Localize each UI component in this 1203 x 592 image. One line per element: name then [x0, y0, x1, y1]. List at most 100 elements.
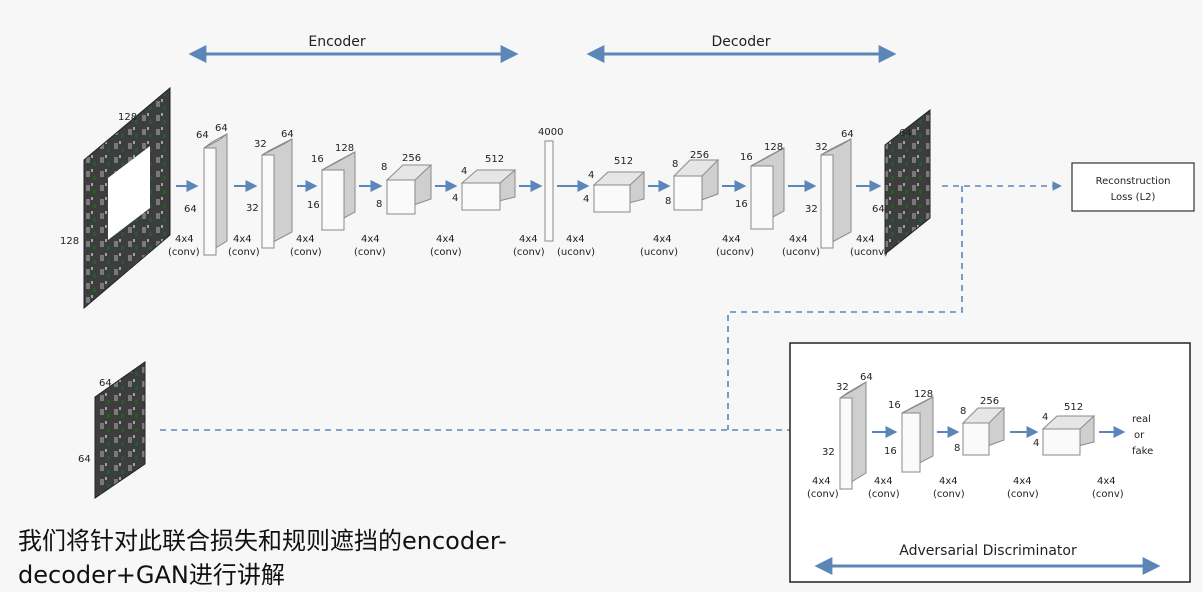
- encoder-block-1-op: 4x4: [175, 234, 194, 245]
- decoder-block-4-dim: 32: [815, 142, 828, 153]
- discriminator-block-4-depth: 512: [1064, 402, 1083, 413]
- decoder-block-4-op-type: (uconv): [850, 247, 888, 258]
- decoder-block-3-side: 16: [735, 199, 748, 210]
- decoder-block-2: [672, 159, 720, 211]
- discriminator-block-3: [961, 407, 1006, 456]
- input-height-label: 128: [60, 236, 79, 247]
- encoder-block-2: [261, 138, 293, 249]
- decoder-block-2-side: 8: [665, 196, 671, 207]
- encoder-block-3-op: 4x4: [296, 234, 315, 245]
- encoder-block-5-side: 4: [452, 193, 458, 204]
- discriminator-block-2-depth: 128: [914, 389, 933, 400]
- decoder-block-2-dim: 8: [672, 159, 678, 170]
- discriminator-output-real: real: [1132, 414, 1151, 425]
- decoder-block-2-op-type: (uconv): [716, 247, 754, 258]
- input-image-mask: [108, 146, 150, 240]
- encoder-block-5-op-type: (conv): [430, 247, 462, 258]
- decoder-block-1-side: 4: [583, 194, 589, 205]
- real-image-side: 64: [78, 454, 91, 465]
- caption-subtitle: 我们将针对此联合损失和规则遮挡的encoder-decoder+GAN进行讲解: [18, 527, 507, 589]
- decoder-block-4-side: 32: [805, 204, 818, 215]
- encoder-block-3-dim: 16: [311, 154, 324, 165]
- discriminator-block-2-side: 16: [884, 446, 897, 457]
- discriminator-block-3-dim: 8: [960, 406, 966, 417]
- encoder-block-4-op: 4x4: [361, 234, 380, 245]
- encoder-block-4-side: 8: [376, 199, 382, 210]
- discriminator-block-4-op-type: (conv): [1092, 489, 1124, 500]
- encoder-block-2-dim: 32: [254, 139, 267, 150]
- discriminator-block-3-depth: 256: [980, 396, 999, 407]
- decoder-block-3-depth: 128: [764, 142, 783, 153]
- encoder-block-2-op-type: (conv): [228, 247, 260, 258]
- reconstruction-loss-line2: Loss (L2): [1111, 192, 1156, 203]
- encoder-block-3-side: 16: [307, 200, 320, 211]
- discriminator-block-1-op: 4x4: [812, 476, 831, 487]
- output-image: [884, 108, 931, 256]
- decoder-block-3-dim: 16: [740, 152, 753, 163]
- discriminator-block-3-op-type: (conv): [1007, 489, 1039, 500]
- decoder-block-1-op: 4x4: [653, 234, 672, 245]
- encoder-block-1-dim: 64: [196, 130, 209, 141]
- bottleneck-depth: 4000: [538, 127, 563, 138]
- encoder-block-3: [321, 151, 356, 231]
- encoder-block-1-side: 64: [184, 204, 197, 215]
- input-width-label: 128: [118, 112, 137, 123]
- encoder-block-4: [385, 164, 433, 215]
- decoder-block-4-op: 4x4: [856, 234, 875, 245]
- output-image-size: 64: [899, 128, 912, 139]
- output-image-side: 64: [872, 204, 885, 215]
- decoder-block-4-depth: 64: [841, 129, 854, 140]
- bottleneck-op: 4x4: [519, 234, 538, 245]
- decoder-block-3-op: 4x4: [789, 234, 808, 245]
- encoder-block-2-op: 4x4: [233, 234, 252, 245]
- encoder-block-2-depth: 64: [281, 129, 294, 140]
- discriminator-block-2-dim: 16: [888, 400, 901, 411]
- decoder-heading: Decoder: [712, 34, 771, 50]
- encoder-block-5-depth: 512: [485, 154, 504, 165]
- discriminator-block-4-dim: 4: [1042, 412, 1048, 423]
- decoder-block-2-op: 4x4: [722, 234, 741, 245]
- discriminator-block-3-op: 4x4: [1013, 476, 1032, 487]
- encoder-block-4-op-type: (conv): [354, 247, 386, 258]
- encoder-block-1: [203, 133, 228, 256]
- encoder-block-5: [460, 169, 517, 211]
- encoder-block-3-op-type: (conv): [290, 247, 322, 258]
- dashed-connectors: [160, 181, 1062, 435]
- bottleneck-op-type: (conv): [513, 247, 545, 258]
- discriminator-block-3-side: 8: [954, 443, 960, 454]
- discriminator-block-1: [839, 381, 867, 490]
- discriminator-block-4: [1041, 415, 1096, 456]
- bottleneck-block: [544, 140, 554, 242]
- discriminator-block-1-side: 32: [822, 447, 835, 458]
- discriminator-first-op: 4x4: [874, 476, 893, 487]
- decoder-block-1-dim: 4: [588, 170, 594, 181]
- discriminator-box: [789, 342, 1191, 583]
- real-image-size: 64: [99, 378, 112, 389]
- reconstruction-loss-box: [1071, 162, 1195, 212]
- discriminator-first-op-type: (conv): [868, 489, 900, 500]
- discriminator-block-1-op-type: (conv): [807, 489, 839, 500]
- discriminator-block-2-op-type: (conv): [933, 489, 965, 500]
- decoder-first-op-type: (uconv): [557, 247, 595, 258]
- encoder-block-5-dim: 4: [461, 166, 467, 177]
- encoder-block-4-depth: 256: [402, 153, 421, 164]
- encoder-block-1-depth: 64: [215, 123, 228, 134]
- discriminator-block-1-depth: 64: [860, 372, 873, 383]
- decoder-block-3-op-type: (uconv): [782, 247, 820, 258]
- decoder-block-2-depth: 256: [690, 150, 709, 161]
- encoder-block-3-depth: 128: [335, 143, 354, 154]
- decoder-block-3: [750, 147, 785, 230]
- encoder-block-1-op-type: (conv): [168, 247, 200, 258]
- decoder-block-4: [820, 138, 852, 249]
- discriminator-output-fake: fake: [1132, 446, 1153, 457]
- decoder-first-op: 4x4: [566, 234, 585, 245]
- encoder-block-4-dim: 8: [381, 162, 387, 173]
- discriminator-title: Adversarial Discriminator: [899, 543, 1077, 559]
- discriminator-output-or: or: [1134, 430, 1145, 441]
- real-image: [94, 361, 146, 499]
- encoder-block-5-op: 4x4: [436, 234, 455, 245]
- decoder-block-1-depth: 512: [614, 156, 633, 167]
- discriminator-block-1-dim: 32: [836, 382, 849, 393]
- discriminator-block-4-side: 4: [1033, 438, 1039, 449]
